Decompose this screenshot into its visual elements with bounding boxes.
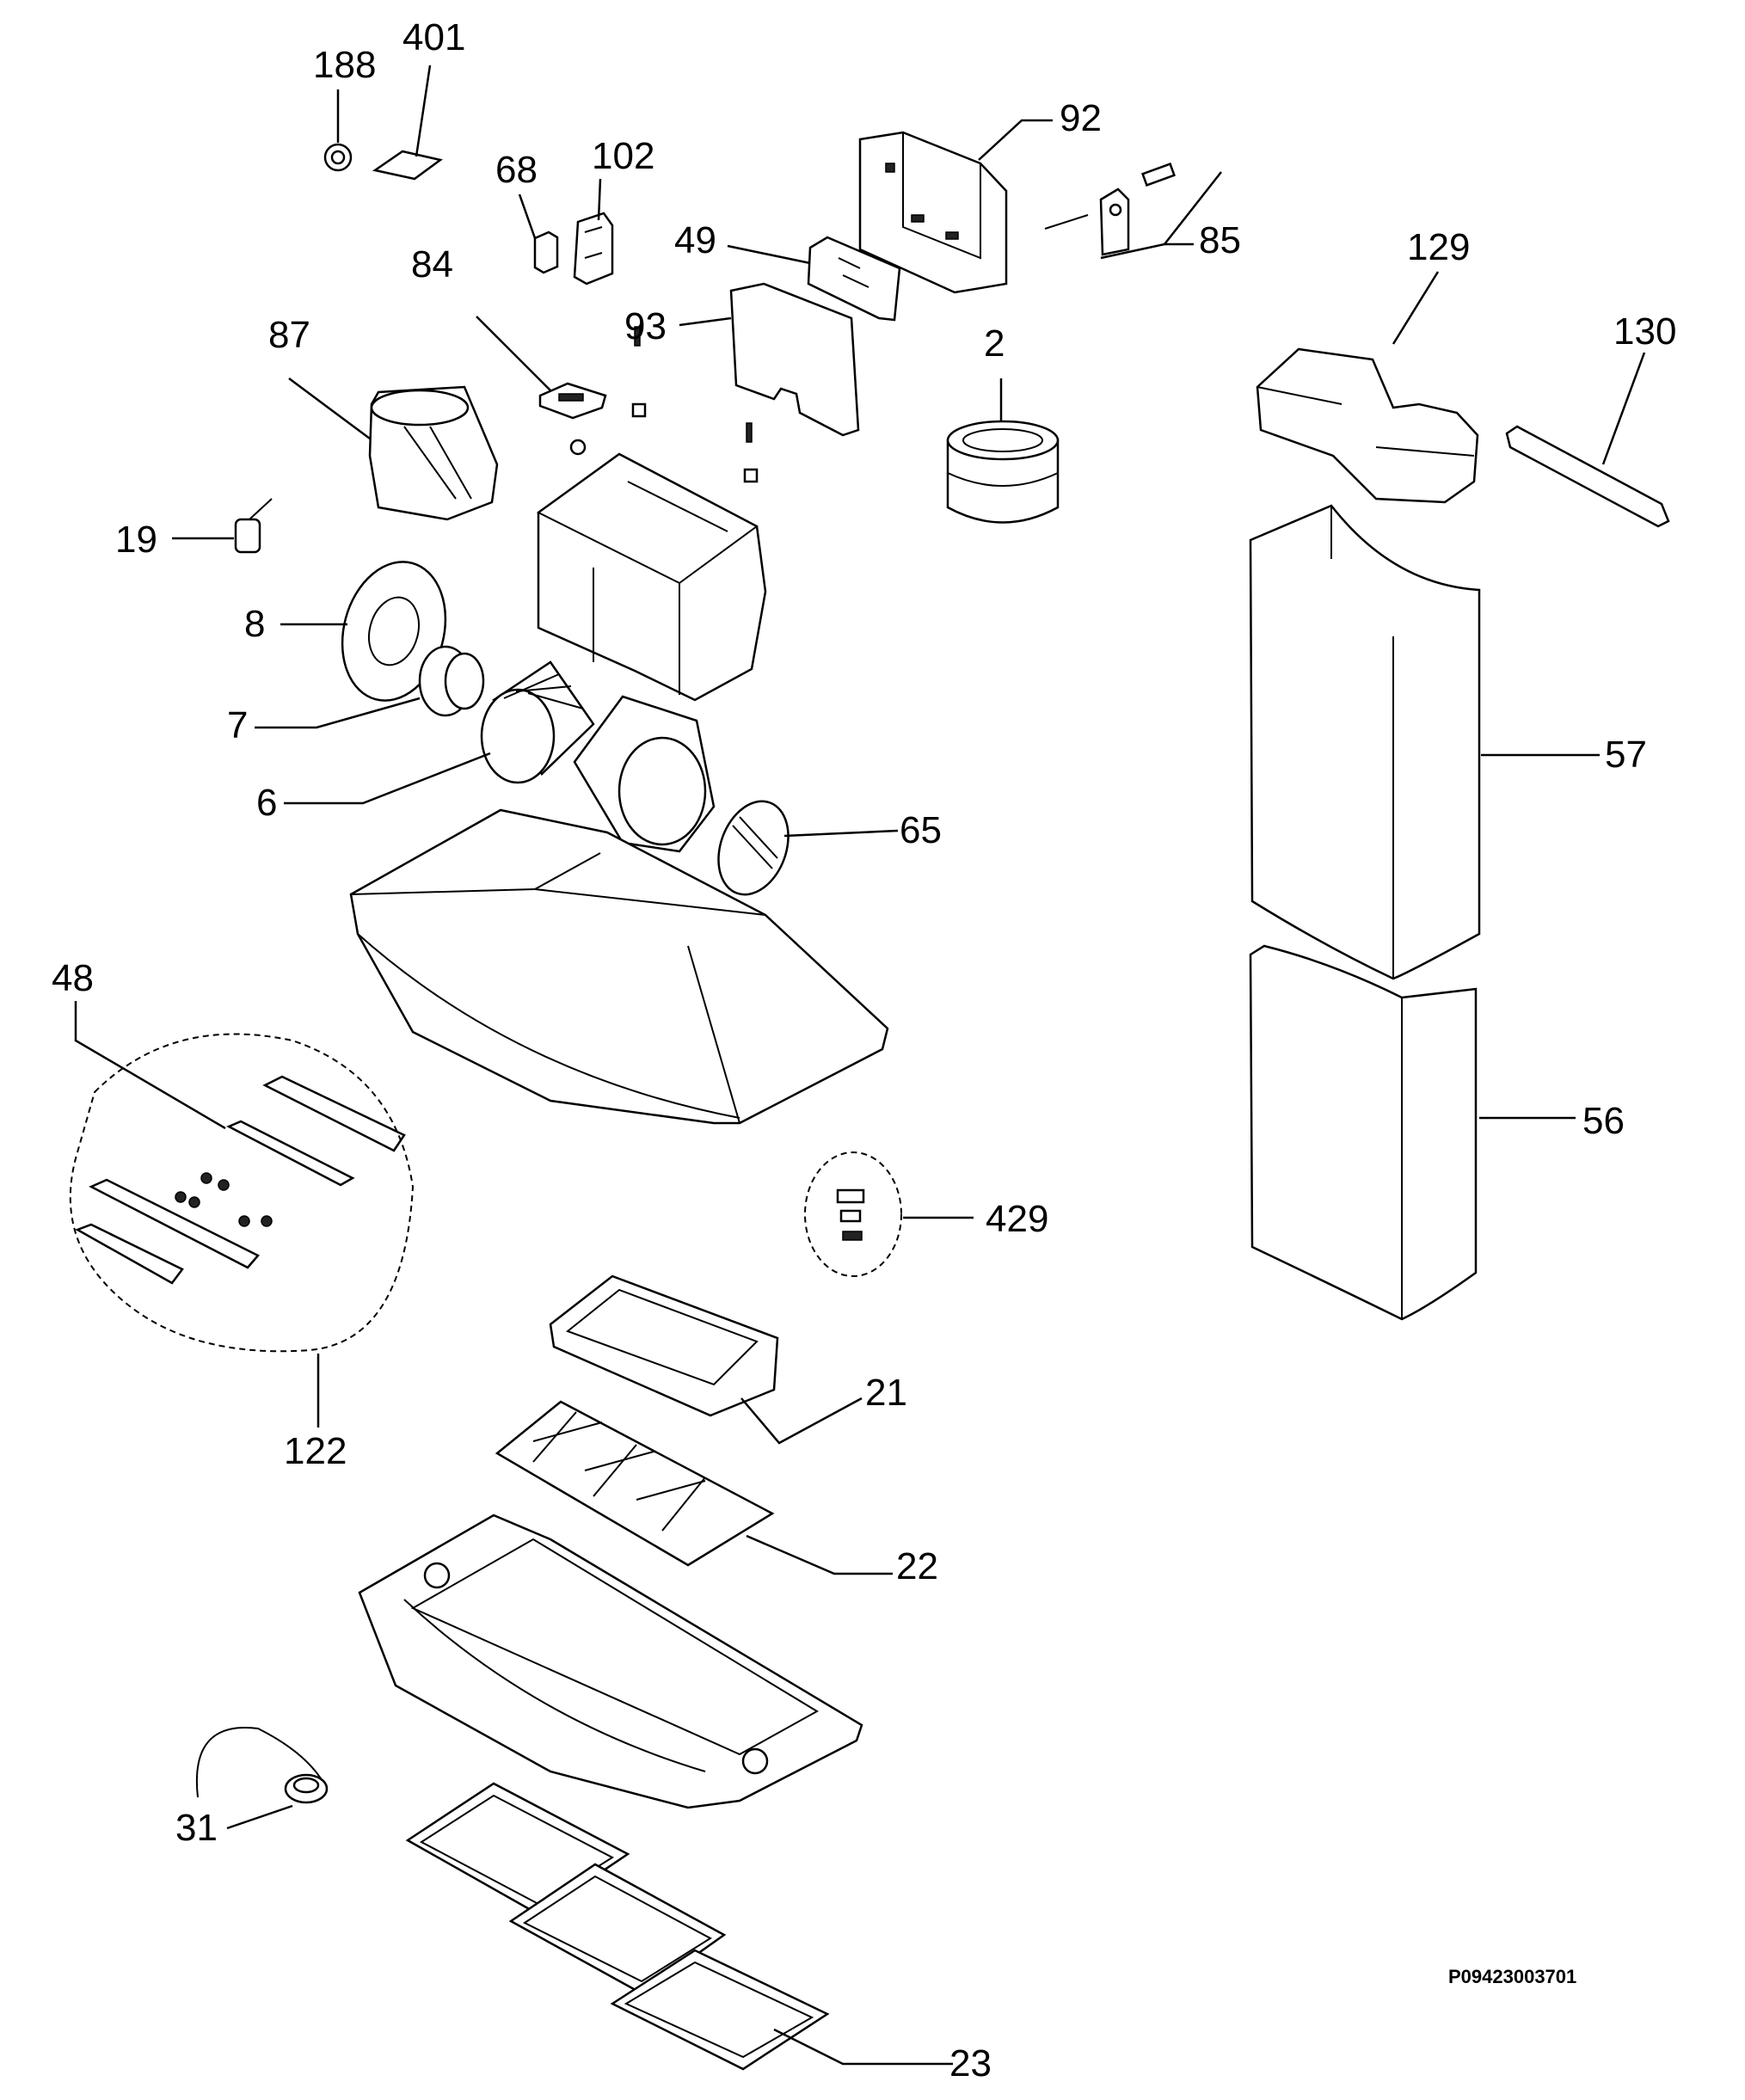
part-68-block xyxy=(533,230,559,274)
part-93-plate xyxy=(729,282,860,437)
label-56: 56 xyxy=(1582,1100,1625,1142)
label-57: 57 xyxy=(1605,734,1647,776)
part-130-bracket xyxy=(1505,425,1670,528)
label-188: 188 xyxy=(313,44,377,86)
part-7-motor xyxy=(418,645,485,717)
hood-body xyxy=(349,808,889,1125)
bottom-panel xyxy=(358,1514,863,1809)
label-68: 68 xyxy=(495,149,538,191)
part-21-frame xyxy=(549,1274,779,1417)
label-93: 93 xyxy=(624,305,667,347)
label-7: 7 xyxy=(227,704,249,746)
part-19-capacitor xyxy=(234,498,273,554)
label-65: 65 xyxy=(900,809,942,851)
part-85-hinge xyxy=(1044,163,1176,256)
label-122: 122 xyxy=(284,1430,347,1472)
label-92: 92 xyxy=(1060,97,1102,139)
part-22-grease-filter xyxy=(495,1400,775,1567)
part-92-control-box xyxy=(858,131,1008,294)
part-122-group-outline xyxy=(69,1033,415,1353)
part-8-motor-plate xyxy=(341,561,447,702)
part-48-control-panel xyxy=(75,1075,406,1285)
label-19: 19 xyxy=(115,519,157,561)
part-49-board xyxy=(807,236,901,322)
part-188-washer xyxy=(323,143,353,172)
part-65-grille xyxy=(717,800,790,896)
part-401-pad xyxy=(372,150,443,181)
label-87: 87 xyxy=(268,314,310,356)
part-23-filters xyxy=(405,1782,830,2071)
label-85: 85 xyxy=(1199,219,1241,261)
motor-housing xyxy=(537,452,767,702)
part-31-lamp xyxy=(195,1727,329,1804)
label-429: 429 xyxy=(986,1198,1049,1240)
label-48: 48 xyxy=(52,957,94,999)
label-401: 401 xyxy=(402,16,466,58)
drawing-code: P09423003701 xyxy=(1448,1966,1577,1987)
label-8: 8 xyxy=(244,603,266,645)
label-6: 6 xyxy=(256,782,278,824)
label-84: 84 xyxy=(411,243,453,286)
part-429-clips xyxy=(804,1151,902,1277)
part-57-upper-chimney xyxy=(1249,504,1481,980)
part-6-blower-wheel xyxy=(480,660,595,784)
label-130: 130 xyxy=(1613,310,1677,353)
label-49: 49 xyxy=(674,219,716,261)
small-fasteners xyxy=(569,326,759,483)
label-129: 129 xyxy=(1407,226,1471,268)
part-56-lower-chimney xyxy=(1249,944,1478,1321)
label-102: 102 xyxy=(592,135,655,177)
label-21: 21 xyxy=(865,1372,907,1414)
blower-scroll xyxy=(573,695,716,853)
part-102-bracket xyxy=(573,212,614,286)
part-2-collar xyxy=(946,420,1060,524)
label-31: 31 xyxy=(175,1807,218,1849)
part-129-diverter xyxy=(1256,347,1479,504)
leader-lines xyxy=(74,64,1646,2066)
part-84-switch xyxy=(538,382,607,420)
label-23: 23 xyxy=(949,2042,992,2085)
label-2: 2 xyxy=(984,322,1005,365)
part-87-duct xyxy=(368,385,499,521)
label-22: 22 xyxy=(896,1545,938,1587)
